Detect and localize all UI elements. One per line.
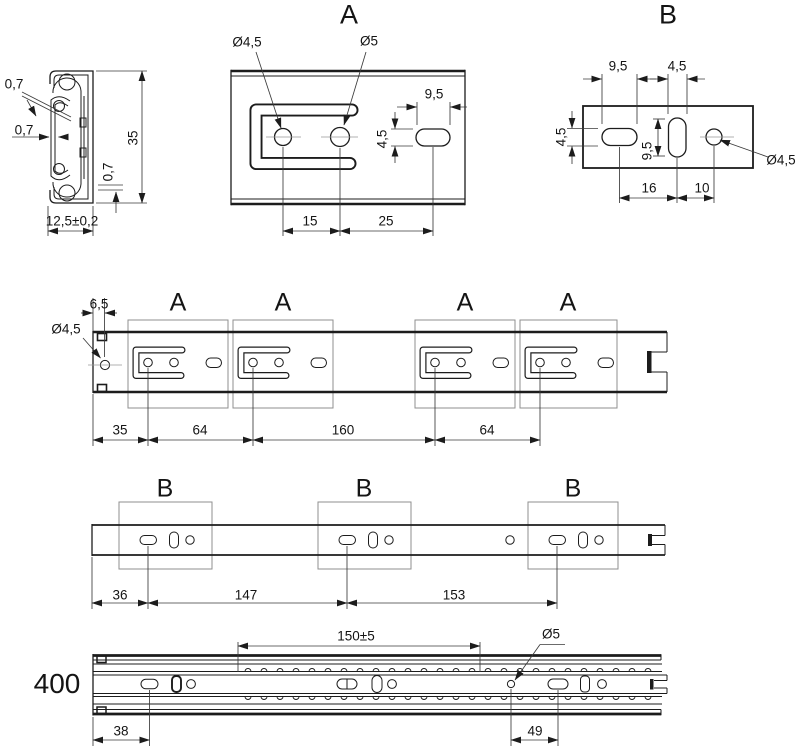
rb-dim-pitch-2-label: 153: [442, 587, 466, 603]
db-pitch-2-label: 10: [694, 180, 710, 196]
db-vslot-length-label: 9,5: [639, 141, 655, 161]
cs-thickness-top-label: 0,7: [4, 76, 24, 92]
ra-dim-pitch-3-label: 64: [479, 422, 495, 438]
da-pitch-2-label: 25: [378, 213, 394, 229]
da-hole-small-label: Ø4,5: [232, 34, 262, 50]
detail-b-title: B: [658, 0, 678, 30]
rb-marker-1: B: [156, 474, 174, 503]
cross-section-view: [12, 70, 147, 236]
cs-thickness-left-label: 0,7: [14, 122, 34, 138]
ra-edge-offset-label: 6,5: [89, 296, 109, 312]
db-slot-length-label: 9,5: [608, 58, 628, 74]
ra-marker-3: A: [456, 288, 474, 317]
as-travel-label: 150±5: [337, 628, 375, 644]
db-hole-label: Ø4,5: [766, 152, 796, 168]
ra-marker-1: A: [169, 288, 187, 317]
rb-marker-3: B: [564, 474, 582, 503]
db-vslot-width-label: 4,5: [667, 58, 687, 74]
ra-marker-2: A: [274, 288, 292, 317]
da-hole-large-label: Ø5: [359, 33, 379, 49]
assembly-length-label: 400: [33, 668, 81, 699]
da-pitch-1-label: 15: [302, 213, 318, 229]
ra-marker-4: A: [559, 288, 577, 317]
assembly-view: [92, 642, 668, 746]
ra-dim-pitch-1-label: 64: [192, 422, 208, 438]
db-slot-width-label: 4,5: [553, 127, 569, 147]
detail-b-view: [567, 74, 769, 203]
rb-dim-end-label: 36: [112, 587, 128, 603]
rail-b-view: [91, 501, 666, 609]
db-pitch-1-label: 16: [641, 180, 657, 196]
detail-a-view: [230, 51, 467, 236]
cs-height-label: 35: [125, 130, 141, 146]
as-dim-hole-label: 49: [527, 723, 543, 739]
ra-dim-end-label: 35: [112, 422, 128, 438]
ball-bearing-marks: [244, 668, 652, 700]
as-hole-label: Ø5: [541, 626, 561, 642]
cs-width-label: 12,5±0,2: [45, 213, 99, 229]
cs-thickness-bottom-label: 0,7: [100, 162, 116, 182]
rail-a-view: [81, 298, 668, 446]
da-slot-width-label: 4,5: [374, 129, 390, 149]
rb-dim-pitch-1-label: 147: [234, 587, 258, 603]
as-dim-end-label: 38: [113, 723, 129, 739]
detail-a-title: A: [339, 0, 359, 30]
ra-hole-label: Ø4,5: [51, 321, 81, 337]
rb-marker-2: B: [355, 474, 373, 503]
ra-dim-pitch-2-label: 160: [331, 422, 355, 438]
da-slot-length-label: 9,5: [424, 86, 444, 102]
